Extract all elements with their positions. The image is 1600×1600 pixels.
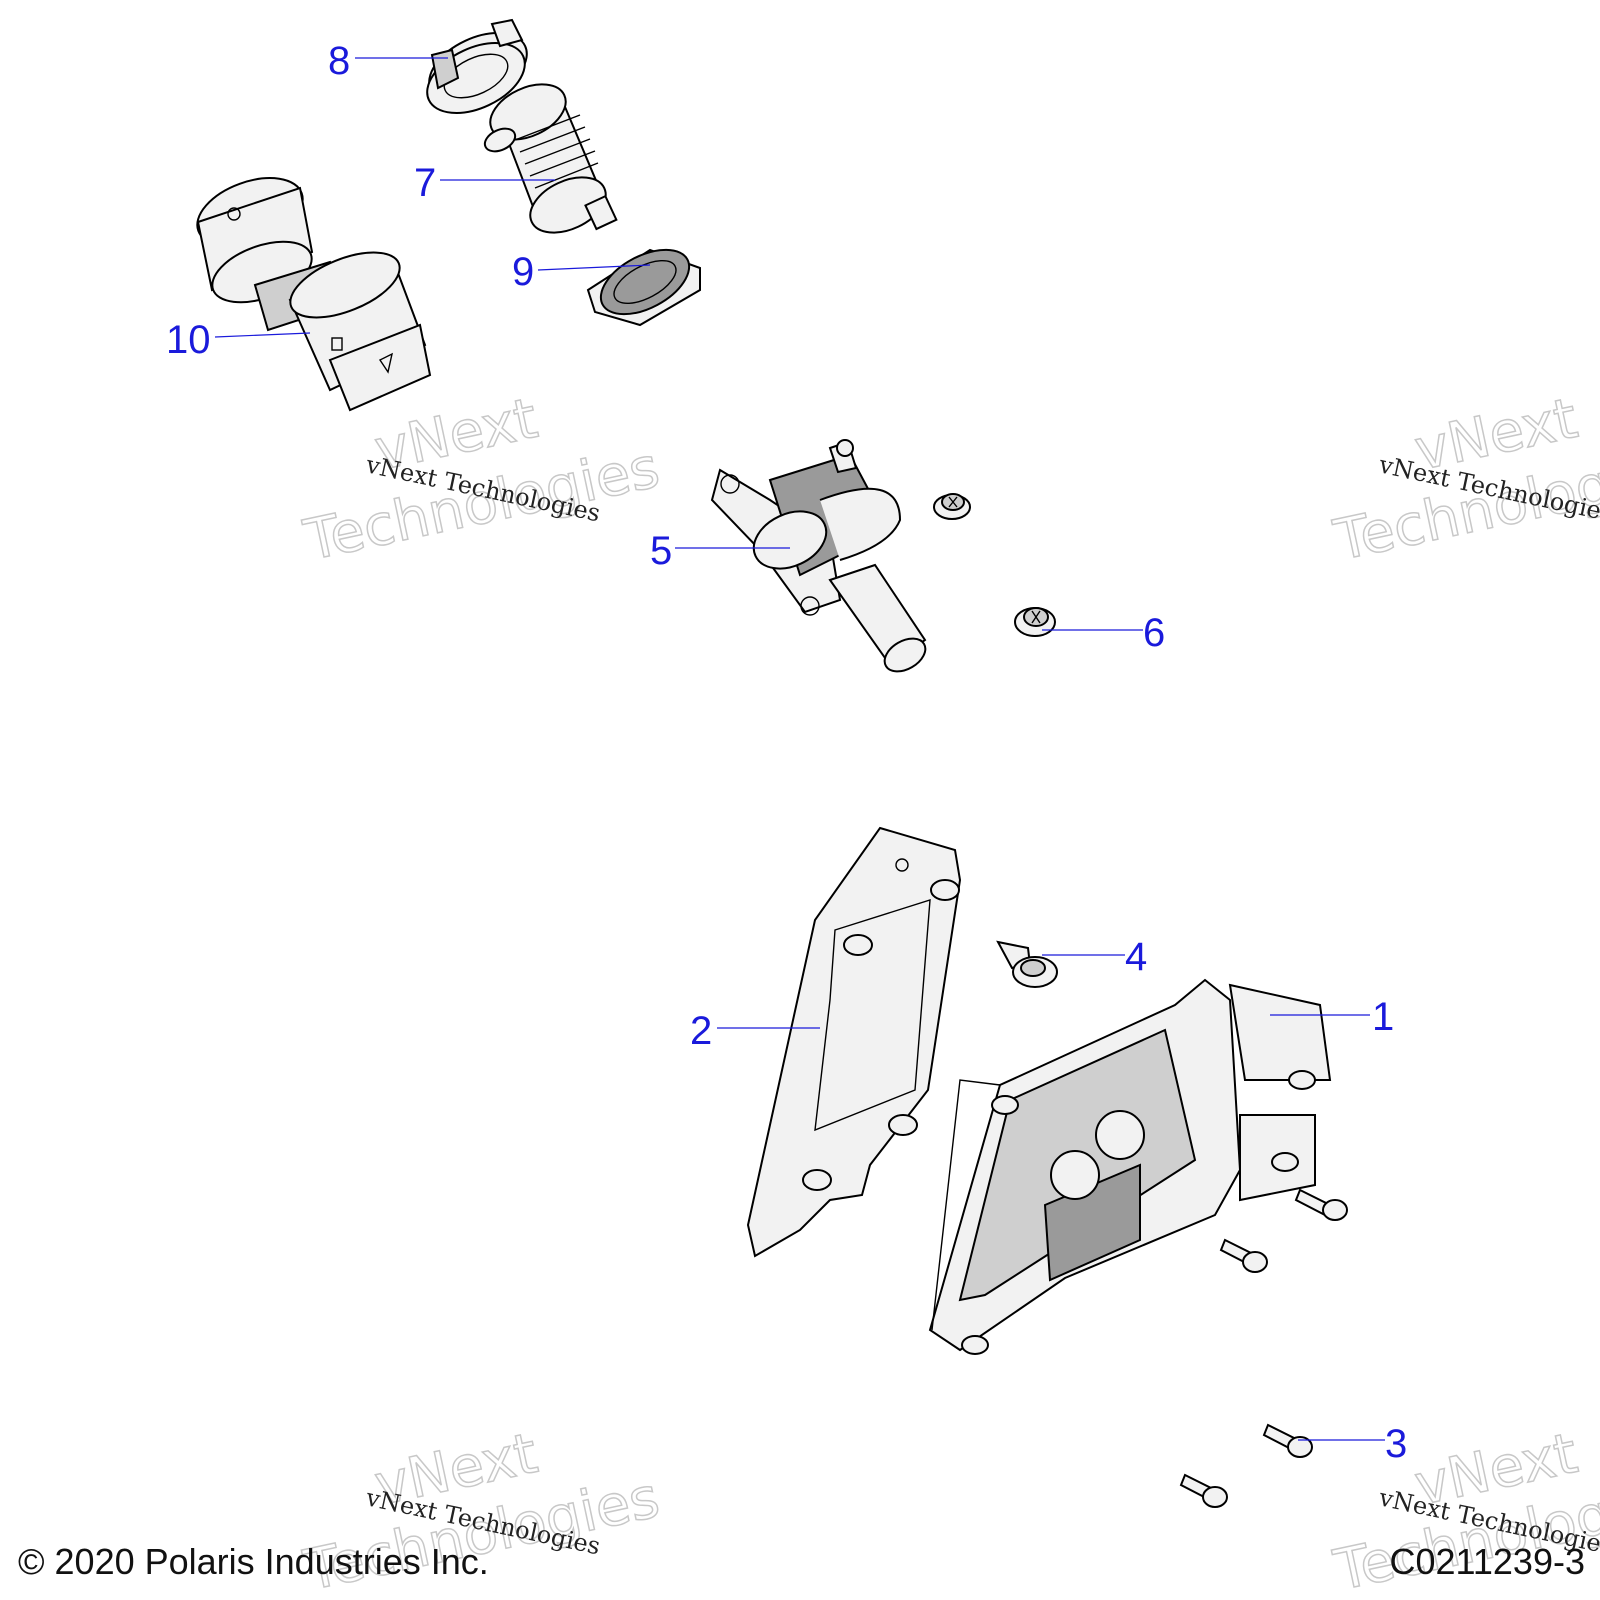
callout-4: 4: [1125, 935, 1147, 979]
part-1-ecu: [928, 978, 1332, 1355]
part-9-back-nut: [586, 248, 701, 327]
part-5-sensor: [710, 439, 927, 673]
part-3-screw: [1262, 1423, 1313, 1458]
leader-10: [214, 332, 311, 338]
callout-2: 2: [690, 1009, 712, 1053]
leader-lines: [214, 57, 1385, 1441]
callout-3: 3: [1385, 1422, 1407, 1466]
callout-1: 1: [1372, 995, 1394, 1039]
part-10-ignition-switch: [196, 177, 432, 412]
copyright-text: © 2020 Polaris Industries Inc.: [18, 1541, 489, 1582]
callout-7: 7: [414, 161, 436, 205]
part-4-push-rivet: [996, 940, 1058, 988]
screw-ecu-top: [1294, 1188, 1348, 1221]
extra-screw-near-sensor: [933, 493, 971, 520]
screw-bottom-extra: [1179, 1473, 1228, 1508]
part-7-bezel: [483, 83, 618, 234]
part-8-lock-nut: [426, 18, 528, 114]
watermark-top-right: vNext Technologies vNext Technologies: [1328, 385, 1600, 574]
diagram-code: C0211239-3: [1390, 1541, 1586, 1582]
leader-9: [537, 264, 651, 271]
watermark-top-left: vNext Technologies vNext Technologies: [298, 385, 666, 574]
callout-5: 5: [650, 529, 672, 573]
part-6-screw: [1014, 607, 1056, 637]
callout-10: 10: [166, 318, 211, 362]
callouts: 8 7 9 10 5 6 4 1 2 3: [166, 39, 1407, 1466]
callout-6: 6: [1143, 611, 1165, 655]
callout-8: 8: [328, 39, 350, 83]
screw-ecu-bottom: [1219, 1238, 1268, 1273]
callout-9: 9: [512, 250, 534, 294]
part-2-bracket: [746, 826, 962, 1258]
